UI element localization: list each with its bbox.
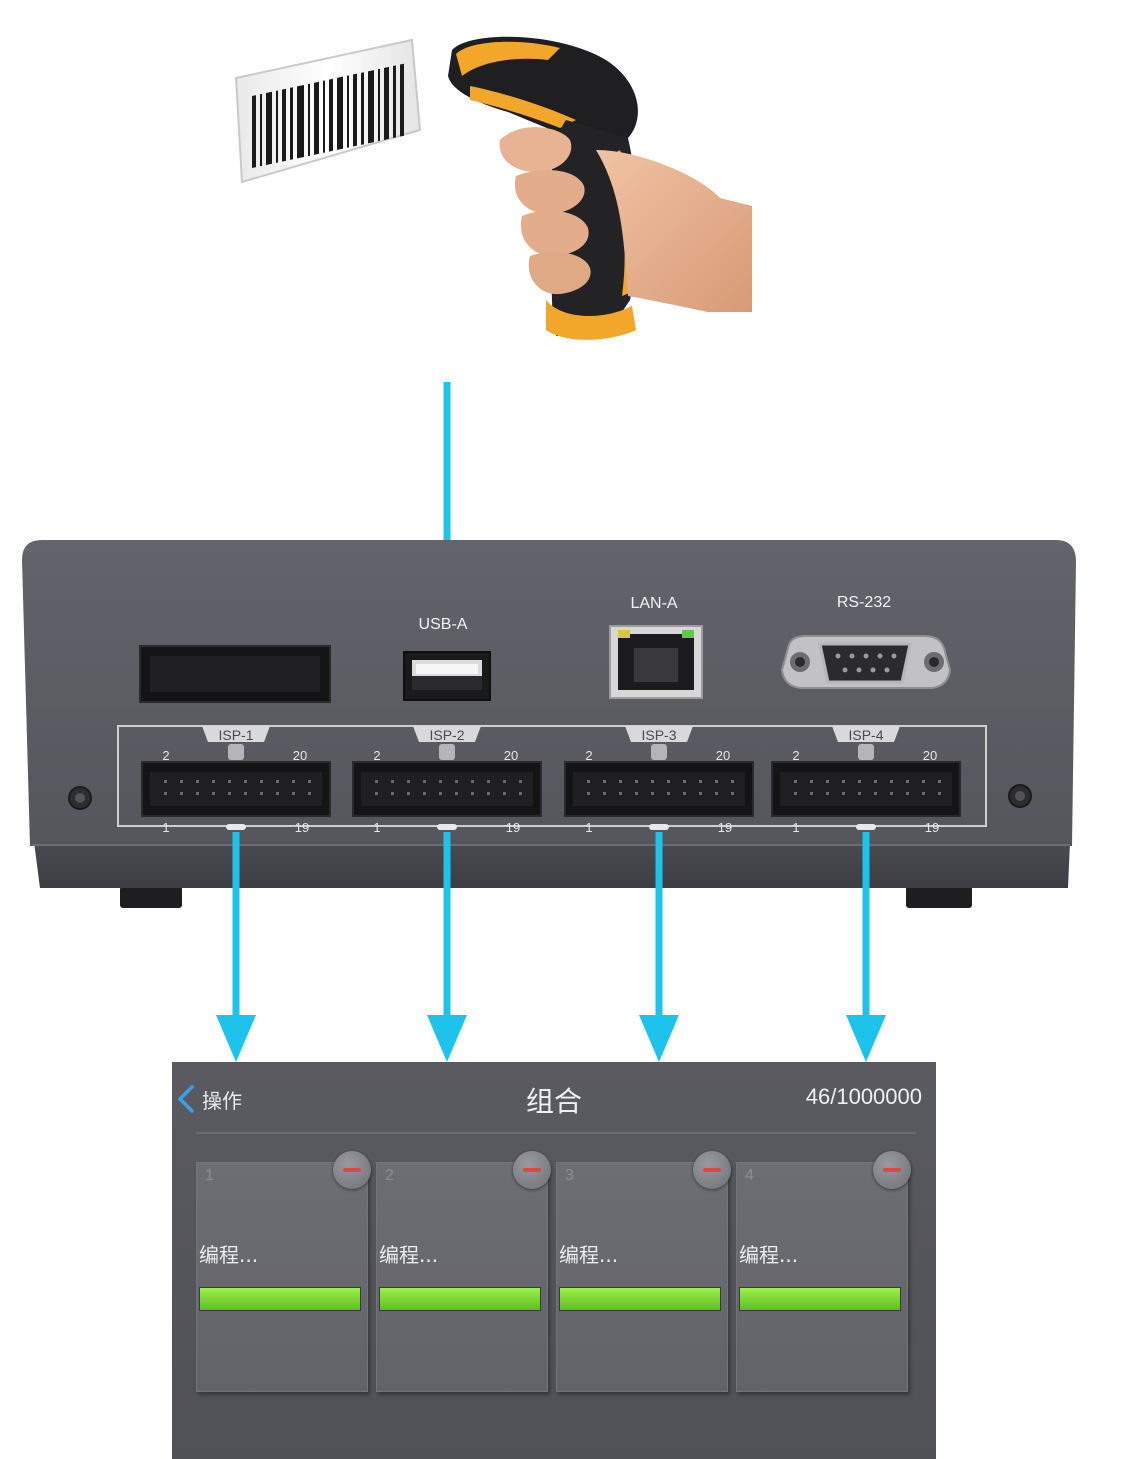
site-card-status: 编程... xyxy=(559,1243,619,1267)
isp-pin-number: 20 xyxy=(923,748,937,763)
isp-port-label: ISP-3 xyxy=(641,727,676,743)
site-card-3[interactable]: 3 编程... xyxy=(556,1151,731,1392)
isp-led-icon xyxy=(439,744,455,760)
isp-port-3[interactable]: ISP-3 2 20 1 19 xyxy=(564,726,754,835)
isp-label-plate xyxy=(202,726,270,742)
isp-pin-number: 19 xyxy=(718,820,732,835)
isp-port-label: ISP-1 xyxy=(218,727,253,743)
isp-label-plate xyxy=(625,726,693,742)
site-card-4[interactable]: 4 编程... xyxy=(736,1151,911,1392)
progress-fill xyxy=(740,1288,900,1310)
isp-led-icon xyxy=(858,744,874,760)
barcode-icon xyxy=(252,63,404,168)
isp-port-1[interactable]: ISP-1 2 20 1 19 xyxy=(141,726,331,835)
isp-led-icon xyxy=(228,744,244,760)
site-card-index: 1 xyxy=(205,1167,214,1184)
isp-pin-number: 20 xyxy=(293,748,307,763)
minus-icon xyxy=(523,1168,541,1172)
isp-pin-number: 2 xyxy=(792,748,799,763)
header-divider xyxy=(196,1132,916,1134)
progress-bar xyxy=(739,1287,901,1311)
minus-icon xyxy=(343,1168,361,1172)
panel-header: 操作 组合 46/1000000 xyxy=(172,1062,936,1134)
remove-site-button[interactable] xyxy=(693,1151,731,1189)
programming-panel: 操作 组合 46/1000000 1 编程... 2 编程... 3 编程...… xyxy=(172,1062,936,1459)
isp-pin-number: 19 xyxy=(925,820,939,835)
isp-pin-number: 2 xyxy=(162,748,169,763)
isp-pin-number: 19 xyxy=(506,820,520,835)
screw-left-icon xyxy=(68,786,92,810)
progress-bar xyxy=(379,1287,541,1311)
chevron-left-icon xyxy=(178,1085,194,1113)
site-card-index: 4 xyxy=(745,1167,754,1184)
progress-fill xyxy=(560,1288,720,1310)
programmer-device: USB-A LAN-A RS-232 xyxy=(22,540,1076,908)
serial-port[interactable] xyxy=(780,635,952,689)
site-card-status: 编程... xyxy=(739,1243,799,1267)
isp-label-plate xyxy=(832,726,900,742)
site-card-status: 编程... xyxy=(379,1243,439,1267)
isp-pin-number: 1 xyxy=(792,820,799,835)
site-card-2[interactable]: 2 编程... xyxy=(376,1151,551,1392)
isp-pin-number: 20 xyxy=(504,748,518,763)
isp-pin-number: 20 xyxy=(716,748,730,763)
screw-right-icon xyxy=(1008,784,1032,808)
site-card-index: 3 xyxy=(565,1167,574,1184)
progress-fill xyxy=(200,1288,360,1310)
isp-status-led-icon xyxy=(856,824,876,830)
lan-port-label: LAN-A xyxy=(630,595,677,612)
isp-port-label: ISP-2 xyxy=(429,727,464,743)
page-title: 组合 xyxy=(525,1085,582,1118)
progress-bar xyxy=(199,1287,361,1311)
progress-bar xyxy=(559,1287,721,1311)
back-button-label: 操作 xyxy=(202,1088,242,1113)
site-card-index: 2 xyxy=(385,1167,394,1184)
programmed-counter: 46/1000000 xyxy=(805,1084,922,1109)
isp-ports: ISP-1 2 20 1 19 ISP-2 2 20 1 19 ISP-3 2 20 1 19 ISP-4 2 2… xyxy=(141,726,961,835)
isp-status-led-icon xyxy=(649,824,669,830)
lan-port[interactable] xyxy=(609,625,703,699)
isp-led-icon xyxy=(651,744,667,760)
minus-icon xyxy=(883,1168,901,1172)
site-card-status: 编程... xyxy=(199,1243,259,1267)
arrows-isp-to-cards xyxy=(216,832,886,1062)
usb-port-label: USB-A xyxy=(419,616,468,633)
barcode-label xyxy=(234,38,422,184)
isp-status-led-icon xyxy=(226,824,246,830)
isp-port-4[interactable]: ISP-4 2 20 1 19 xyxy=(771,726,961,835)
barcode-scanner xyxy=(448,36,752,340)
serial-port-label: RS-232 xyxy=(837,594,891,611)
remove-site-button[interactable] xyxy=(873,1151,911,1189)
isp-pin-number: 2 xyxy=(585,748,592,763)
isp-pin-number: 2 xyxy=(373,748,380,763)
isp-pin-number: 19 xyxy=(295,820,309,835)
isp-port-2[interactable]: ISP-2 2 20 1 19 xyxy=(352,726,542,835)
remove-site-button[interactable] xyxy=(333,1151,371,1189)
minus-icon xyxy=(703,1168,721,1172)
isp-pin-number: 1 xyxy=(585,820,592,835)
back-button[interactable]: 操作 xyxy=(176,1082,242,1116)
usb-port[interactable] xyxy=(403,651,491,701)
isp-pin-number: 1 xyxy=(373,820,380,835)
isp-port-label: ISP-4 xyxy=(848,727,883,743)
isp-status-led-icon xyxy=(437,824,457,830)
isp-label-plate xyxy=(413,726,481,742)
remove-site-button[interactable] xyxy=(513,1151,551,1189)
isp-pin-number: 1 xyxy=(162,820,169,835)
site-card-1[interactable]: 1 编程... xyxy=(196,1151,371,1392)
progress-fill xyxy=(380,1288,540,1310)
